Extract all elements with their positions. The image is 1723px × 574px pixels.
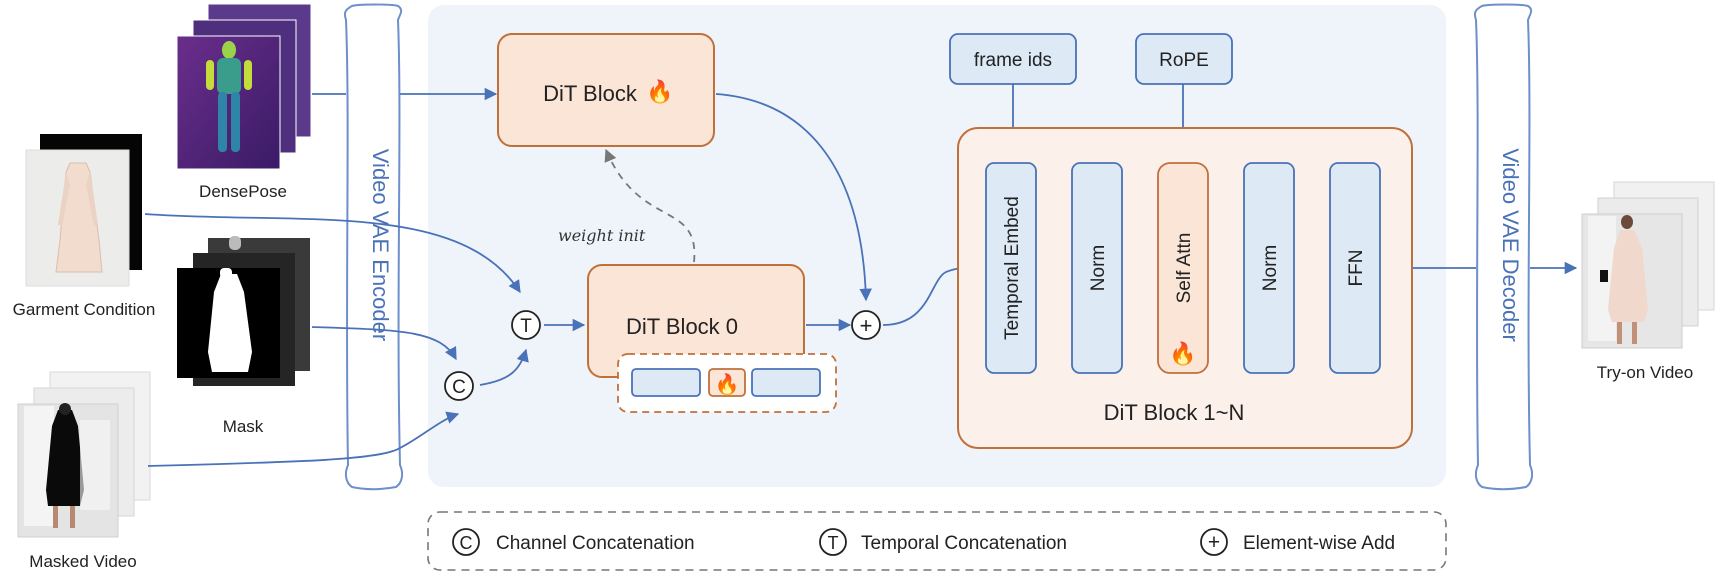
tryon-video-label: Try-on Video xyxy=(1597,363,1693,382)
mask-label: Mask xyxy=(223,417,264,436)
garment-thumbnails xyxy=(25,134,142,287)
svg-text:Temporal Concatenation: Temporal Concatenation xyxy=(861,533,1067,554)
vae-decoder: Video VAE Decoder xyxy=(1473,3,1534,491)
svg-text:+: + xyxy=(1208,531,1220,554)
dit-block-n-label: DiT Block 1~N xyxy=(1104,400,1245,425)
densepose-label: DensePose xyxy=(199,182,287,201)
dit-block-0: DiT Block 0 🔥 xyxy=(587,264,837,413)
svg-text:Self Attn: Self Attn xyxy=(1174,233,1195,304)
svg-text:RoPE: RoPE xyxy=(1159,50,1209,71)
svg-text:Norm: Norm xyxy=(1260,245,1281,291)
element-add-op: + xyxy=(851,310,881,340)
dit-block-top-label: DiT Block xyxy=(543,81,638,106)
legend-channel: C Channel Concatenation xyxy=(452,528,695,556)
dit-block-n: DiT Block 1~N Temporal Embed Norm Self A… xyxy=(957,127,1413,449)
legend-add: + Element-wise Add xyxy=(1200,528,1395,556)
svg-text:Element-wise Add: Element-wise Add xyxy=(1243,533,1395,554)
densepose-thumbnails xyxy=(176,3,312,170)
flame-icon: 🔥 xyxy=(1169,341,1196,366)
arrow-channel-to-temporal xyxy=(479,348,529,386)
svg-text:Norm: Norm xyxy=(1088,245,1109,291)
vae-encoder-label: Video VAE Encoder xyxy=(368,149,393,341)
layer-ffn: FFN xyxy=(1329,162,1381,374)
svg-text:Temporal Embed: Temporal Embed xyxy=(1002,196,1023,340)
layer-temporal-embed: Temporal Embed xyxy=(985,162,1037,374)
flame-icon: 🔥 xyxy=(646,79,673,104)
masked-video-label: Masked Video xyxy=(29,552,136,571)
svg-text:C: C xyxy=(452,377,466,398)
rope-box: RoPE xyxy=(1135,33,1233,85)
sublayer-trainable xyxy=(708,368,746,397)
dit-block-0-label: DiT Block 0 xyxy=(626,314,738,339)
garment-label: Garment Condition xyxy=(13,300,156,319)
vae-encoder: Video VAE Encoder xyxy=(343,3,404,491)
tryon-video-thumbnails xyxy=(1581,181,1715,349)
vae-decoder-label: Video VAE Decoder xyxy=(1498,148,1523,342)
layer-self-attn: Self Attn 🔥 xyxy=(1157,162,1209,374)
sublayer-left xyxy=(631,368,701,397)
arrow-garment-to-temporal xyxy=(144,213,521,294)
svg-text:T: T xyxy=(828,533,839,553)
svg-text:frame ids: frame ids xyxy=(974,50,1052,71)
layer-norm-1: Norm xyxy=(1071,162,1123,374)
arrow-video-to-channel xyxy=(147,411,460,467)
svg-text:+: + xyxy=(860,313,873,338)
svg-text:T: T xyxy=(520,316,532,337)
legend: C Channel Concatenation T Temporal Conca… xyxy=(427,511,1447,571)
sublayer-right xyxy=(751,368,821,397)
svg-text:C: C xyxy=(460,533,473,553)
arrow-dit-top-to-add xyxy=(715,93,872,302)
layer-norm-2: Norm xyxy=(1243,162,1295,374)
channel-concat-op: C xyxy=(444,371,474,401)
weight-init-arrow xyxy=(604,148,696,263)
frame-ids-box: frame ids xyxy=(949,33,1077,85)
weight-init-label: weight init xyxy=(558,226,646,245)
densepose-figure xyxy=(206,41,252,152)
arrow-mask-to-channel xyxy=(311,326,457,361)
temporal-concat-op: T xyxy=(511,310,541,340)
legend-temporal: T Temporal Concatenation xyxy=(819,528,1067,556)
dit-block-top: DiT Block 🔥 xyxy=(497,33,715,147)
mask-thumbnails xyxy=(177,236,310,386)
svg-text:FFN: FFN xyxy=(1346,250,1367,287)
svg-text:Channel Concatenation: Channel Concatenation xyxy=(496,533,695,554)
flame-icon: 🔥 xyxy=(715,372,740,396)
masked-video-thumbnails xyxy=(17,371,151,538)
